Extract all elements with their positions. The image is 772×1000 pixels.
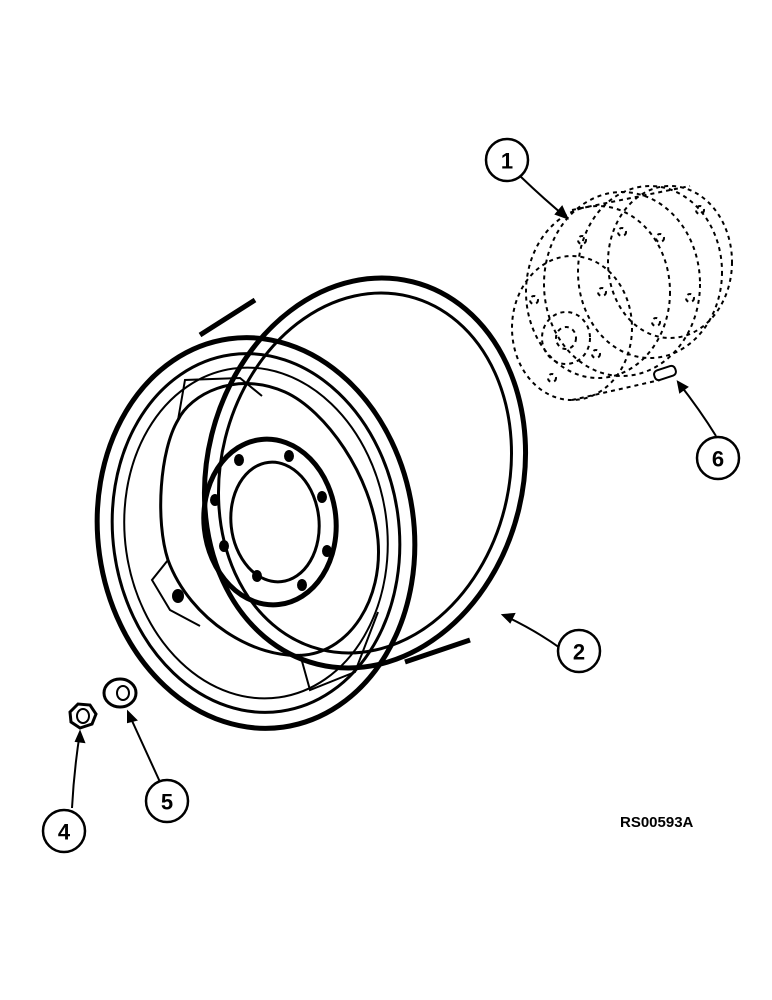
callout-5: 5 (144, 778, 190, 824)
svg-text:5: 5 (161, 790, 173, 815)
figure-code: RS00593A (620, 814, 694, 831)
callout-1: 1 (484, 137, 530, 183)
svg-text:4: 4 (58, 820, 71, 845)
wheel-rim (94, 275, 529, 731)
callout-6: 6 (695, 435, 741, 481)
svg-text:6: 6 (712, 447, 724, 472)
wheel-stud (653, 364, 677, 382)
svg-text:2: 2 (573, 640, 585, 665)
hub-assembly (511, 185, 733, 401)
leader-lines (71, 175, 717, 809)
svg-text:1: 1 (501, 149, 513, 174)
wheel-nut (68, 702, 98, 730)
callout-4: 4 (41, 808, 87, 854)
callout-2: 2 (556, 628, 602, 674)
washer (102, 677, 138, 709)
